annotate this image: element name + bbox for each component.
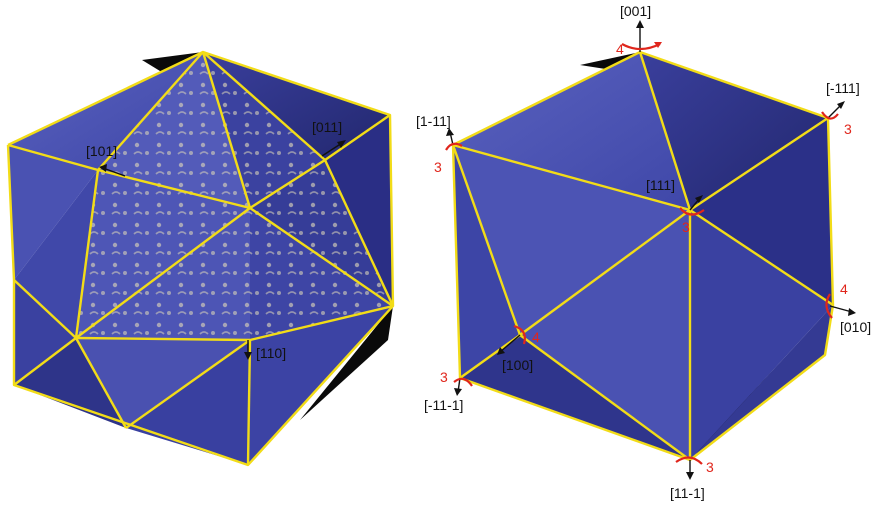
left-face bbox=[14, 170, 98, 338]
symmetry-order-001: 4 bbox=[616, 41, 624, 57]
left-axis-101: [101] bbox=[86, 143, 126, 177]
axis-label--11-1: [-11-1] bbox=[424, 397, 463, 413]
right-axis-010: [010] 4 bbox=[825, 281, 871, 335]
right-face bbox=[453, 145, 690, 335]
left-face bbox=[8, 52, 203, 170]
axis-label-101: [101] bbox=[86, 143, 117, 159]
left-surface-texture bbox=[76, 52, 393, 340]
left-face bbox=[8, 145, 98, 280]
left-shadow-right bbox=[300, 306, 393, 420]
symmetry-order--111: 3 bbox=[844, 121, 852, 137]
left-axis-011: [011] bbox=[312, 119, 346, 157]
right-axis--111: [-111] 3 bbox=[821, 80, 860, 137]
axis-label-11-1: [11-1] bbox=[670, 485, 705, 501]
symmetry-order-111: 3 bbox=[682, 219, 690, 235]
right-axis-111: [111] 3 bbox=[646, 177, 705, 235]
right-face bbox=[453, 145, 520, 378]
axis-label-010: [010] bbox=[840, 319, 871, 335]
axis-label--111: [-111] bbox=[826, 80, 860, 96]
left-face bbox=[325, 115, 393, 306]
right-polyhedron: [001] 4 [-111] 3 [1-11] 3 [111] 3 bbox=[416, 3, 871, 501]
symmetry-order-11-1: 3 bbox=[706, 459, 714, 475]
symmetry-order-100: 4 bbox=[532, 329, 540, 345]
right-face bbox=[690, 305, 833, 460]
left-edges bbox=[6, 50, 395, 467]
right-axis-001: [001] 4 bbox=[616, 3, 662, 57]
left-face bbox=[76, 338, 250, 428]
right-face bbox=[460, 335, 690, 460]
axis-label-011: [011] bbox=[312, 119, 342, 135]
axis-label-100: [100] bbox=[502, 357, 533, 373]
right-axis-100: [100] 4 bbox=[497, 324, 540, 373]
axis-label-111: [111] bbox=[646, 177, 675, 193]
axis-label-1-11: [1-11] bbox=[416, 113, 451, 129]
right-edges bbox=[451, 50, 835, 462]
right-face bbox=[453, 52, 690, 210]
symmetry-order-1-11: 3 bbox=[434, 159, 442, 175]
left-face bbox=[14, 338, 126, 428]
left-face bbox=[14, 280, 76, 385]
left-polyhedron: [101] [011] [110] bbox=[6, 50, 395, 467]
right-shadow-top bbox=[580, 52, 640, 70]
right-axis--11-1: [-11-1] 3 bbox=[424, 369, 473, 413]
left-face bbox=[203, 52, 390, 160]
axis-label-001: [001] bbox=[620, 3, 651, 19]
right-axis-11-1: [11-1] 3 bbox=[670, 456, 714, 501]
left-axis-110: [110] bbox=[244, 340, 286, 361]
right-axis-1-11: [1-11] 3 bbox=[416, 113, 463, 175]
right-face bbox=[690, 210, 833, 460]
axis-label-110: [110] bbox=[256, 345, 286, 361]
symmetry-order-010: 4 bbox=[840, 281, 848, 297]
symmetry-order--11-1: 3 bbox=[440, 369, 448, 385]
right-face bbox=[520, 210, 690, 460]
right-face bbox=[690, 118, 833, 305]
right-face bbox=[640, 52, 828, 210]
